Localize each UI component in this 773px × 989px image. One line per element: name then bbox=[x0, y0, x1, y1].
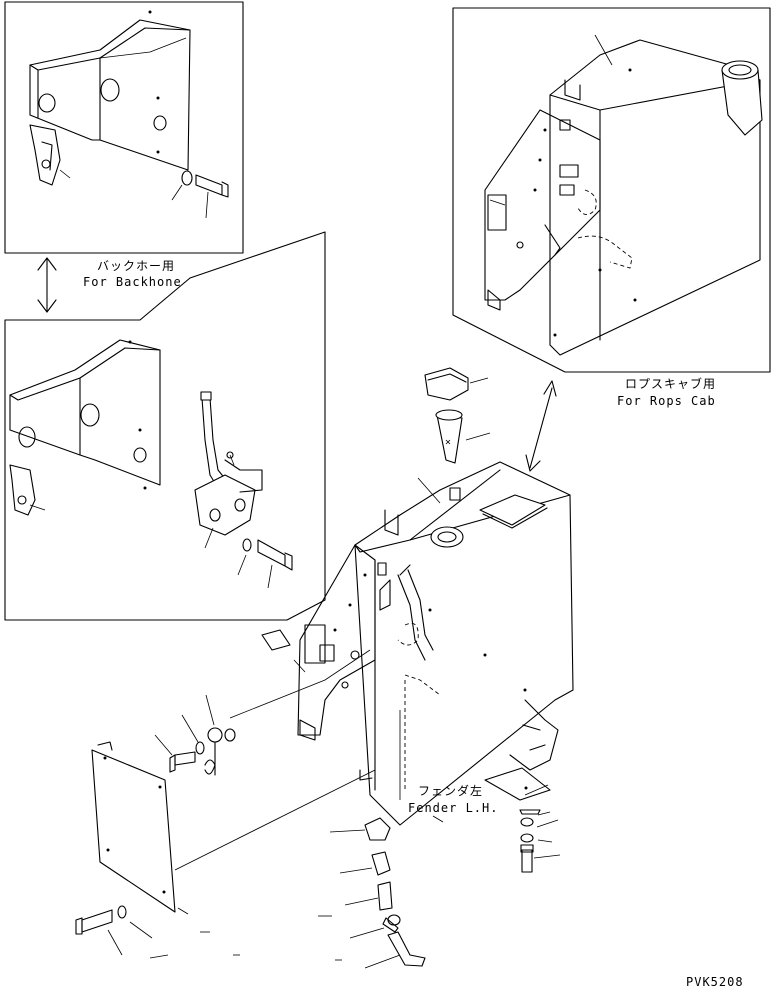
double-arrow-icon bbox=[525, 380, 557, 472]
main-fuel-tank bbox=[297, 461, 574, 826]
rops-label-en: For Rops Cab bbox=[617, 394, 716, 408]
rops-label-jp: ロプスキャブ用 bbox=[625, 377, 717, 391]
backhoe-detail-frame bbox=[4, 1, 244, 254]
drawing-code: PVK5208 bbox=[686, 975, 744, 989]
fender-label-en: Fender L.H. bbox=[408, 801, 499, 815]
backhoe-label-jp: バックホー用 bbox=[97, 259, 176, 273]
fender-callout bbox=[399, 710, 444, 823]
fender-label-jp: フェンダ左 bbox=[418, 784, 484, 798]
backhoe-label-en: For Backhone bbox=[83, 275, 182, 289]
bolt-stack-right bbox=[519, 784, 561, 873]
fuel-cap bbox=[424, 367, 489, 401]
double-arrow-icon bbox=[37, 257, 57, 313]
strainer bbox=[435, 409, 491, 464]
rops-detail-frame bbox=[452, 7, 771, 373]
valve-detail-frame bbox=[4, 231, 326, 621]
part-callouts bbox=[75, 629, 376, 959]
hose-fittings bbox=[329, 817, 426, 969]
